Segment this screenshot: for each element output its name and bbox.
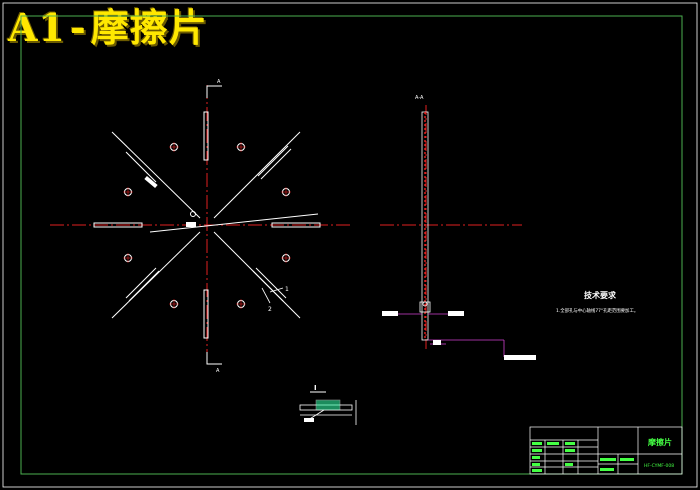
- inner-frame: [20, 15, 683, 475]
- slot-ne-b: [260, 148, 292, 180]
- leader-line-2: [261, 287, 271, 304]
- drawing-code: A1: [8, 5, 66, 50]
- slot-se-b: [252, 270, 284, 302]
- detail-view: I: [299, 384, 357, 425]
- title-block-part-name: 摩擦片: [647, 437, 672, 447]
- leader-line-1: [269, 287, 284, 293]
- title-block-green-text: [532, 442, 634, 472]
- title-block-drawing-number: HF-CYMF-008: [644, 463, 674, 469]
- radial-slots: [93, 111, 321, 339]
- slot-right: [271, 222, 321, 228]
- section-dimensions: [382, 313, 505, 357]
- hole-crosshairs: [123, 142, 291, 309]
- hub-skew-line: [149, 213, 319, 233]
- diagonal-arm-ne: [213, 131, 301, 219]
- detail-dim-text: [304, 418, 314, 422]
- slot-sw-b: [128, 270, 160, 302]
- dim-box-small: [433, 340, 441, 345]
- dim-box-left: [382, 311, 398, 316]
- leader-label-2: 2: [268, 306, 272, 313]
- hub-point: [190, 211, 196, 217]
- diagonal-arm-nw: [111, 131, 201, 219]
- slot-nw-a: [125, 151, 157, 183]
- section-hub: [419, 301, 431, 313]
- section-view: A-A 技术要求 1.全部孔与中心轴线77°孔距范围要加工。: [380, 95, 638, 360]
- slot-bottom: [203, 289, 209, 339]
- section-mark-top: [206, 85, 222, 98]
- dim-box-bottom: [504, 355, 536, 360]
- diagonal-arm-sw: [111, 231, 201, 319]
- section-view-label: A-A: [415, 95, 424, 101]
- detail-insert: [315, 399, 341, 411]
- section-mark-bottom: [206, 352, 222, 365]
- dim-box-right: [448, 311, 464, 316]
- drawing-title-overlay: A1-摩擦片: [8, 6, 208, 50]
- title-block-frame: [529, 426, 683, 475]
- leader-label-1: 1: [285, 286, 289, 293]
- slot-sw-a: [125, 267, 157, 299]
- dimension-text-nw: [144, 175, 158, 189]
- hub-marker: [186, 222, 196, 227]
- front-view: A A: [50, 79, 352, 374]
- slot-top: [203, 111, 209, 161]
- section-hub-hole: [422, 301, 428, 307]
- title-block: [529, 426, 683, 475]
- section-label-top: A: [217, 79, 221, 85]
- tech-requirements-heading: 技术要求: [584, 290, 617, 300]
- slot-se-a: [255, 267, 287, 299]
- part-name-title: 摩擦片: [90, 5, 208, 50]
- detail-label: I: [314, 384, 317, 392]
- section-label-bottom: A: [216, 368, 220, 374]
- slot-left: [93, 222, 143, 228]
- slot-ne-a: [257, 145, 289, 177]
- tech-requirements-note: 1.全部孔与中心轴线77°孔距范围要加工。: [556, 307, 638, 314]
